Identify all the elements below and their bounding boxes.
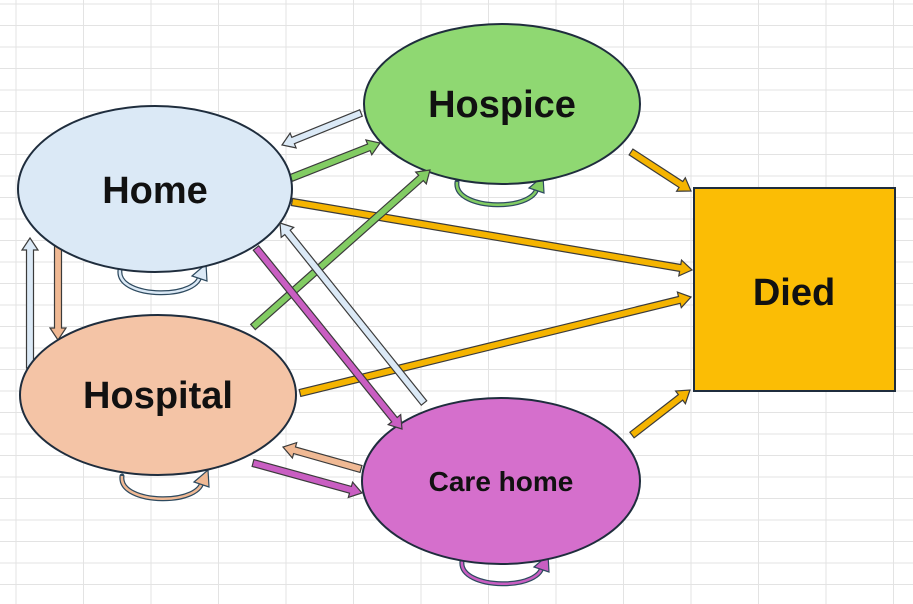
node-hospice: Hospice bbox=[363, 23, 641, 185]
node-died-label: Died bbox=[753, 272, 835, 314]
node-care-home: Care home bbox=[361, 397, 641, 565]
node-hospice-label: Hospice bbox=[428, 84, 576, 126]
node-home: Home bbox=[17, 105, 293, 273]
node-died: Died bbox=[693, 187, 896, 392]
loop-hospital bbox=[119, 473, 205, 502]
arrow-home-to-hospice bbox=[288, 139, 382, 183]
transition-arrows-front bbox=[249, 169, 431, 430]
loop-home bbox=[117, 267, 203, 296]
self-loops bbox=[117, 174, 550, 587]
loop-care-home-fill bbox=[460, 560, 544, 585]
arrow-care-home-to-hospital bbox=[281, 441, 363, 474]
arrow-hospital-to-care-home bbox=[251, 458, 364, 499]
loop-home-fill bbox=[118, 269, 202, 294]
loop-hospice bbox=[454, 179, 540, 208]
arrow-hospital-to-home bbox=[20, 236, 40, 369]
arrow-hospital-to-hospice bbox=[249, 169, 431, 331]
arrow-hospice-to-home bbox=[280, 109, 364, 149]
loop-hospital-head bbox=[192, 468, 210, 488]
node-hospital-shape bbox=[19, 314, 297, 476]
arrow-hospice-to-died bbox=[628, 148, 692, 192]
node-died-shape bbox=[693, 187, 896, 392]
arrow-care-home-to-died bbox=[629, 389, 691, 439]
arrow-home-to-hospital bbox=[48, 245, 68, 342]
node-care-home-label: Care home bbox=[429, 466, 574, 497]
arrow-care-home-to-home bbox=[279, 222, 428, 407]
loop-hospice-fill bbox=[455, 181, 539, 206]
node-home-shape bbox=[17, 105, 293, 273]
node-hospital: Hospital bbox=[19, 314, 297, 476]
loop-home-head bbox=[190, 262, 208, 282]
node-hospice-shape bbox=[363, 23, 641, 185]
arrow-home-to-died bbox=[290, 197, 694, 277]
arrow-home-to-care-home bbox=[252, 244, 403, 430]
loop-hospital-fill bbox=[120, 475, 204, 500]
node-care-home-shape bbox=[361, 397, 641, 565]
node-hospital-label: Hospital bbox=[83, 375, 233, 417]
node-home-label: Home bbox=[102, 170, 208, 212]
